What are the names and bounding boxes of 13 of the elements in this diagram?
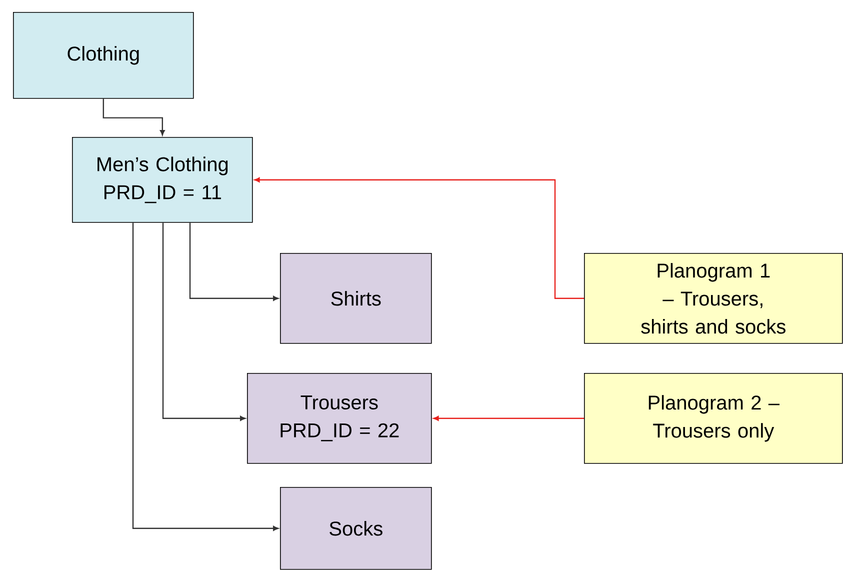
arrow xyxy=(254,177,584,299)
category-box: Clothing xyxy=(13,12,194,99)
category-box: Men’s Clothing PRD_ID = 11 xyxy=(72,136,253,223)
arrow xyxy=(433,416,584,421)
planogram-box: Planogram 2 – Trousers only xyxy=(584,372,843,464)
arrow xyxy=(162,222,246,421)
arrow xyxy=(132,222,278,531)
arrow xyxy=(189,222,278,301)
product-box: Shirts xyxy=(280,252,432,344)
planogram-box: Planogram 1 – Trousers, shirts and socks xyxy=(584,252,843,344)
product-box: Socks xyxy=(280,486,432,570)
product-box: Trousers PRD_ID = 22 xyxy=(247,372,432,464)
arrow xyxy=(102,98,165,136)
